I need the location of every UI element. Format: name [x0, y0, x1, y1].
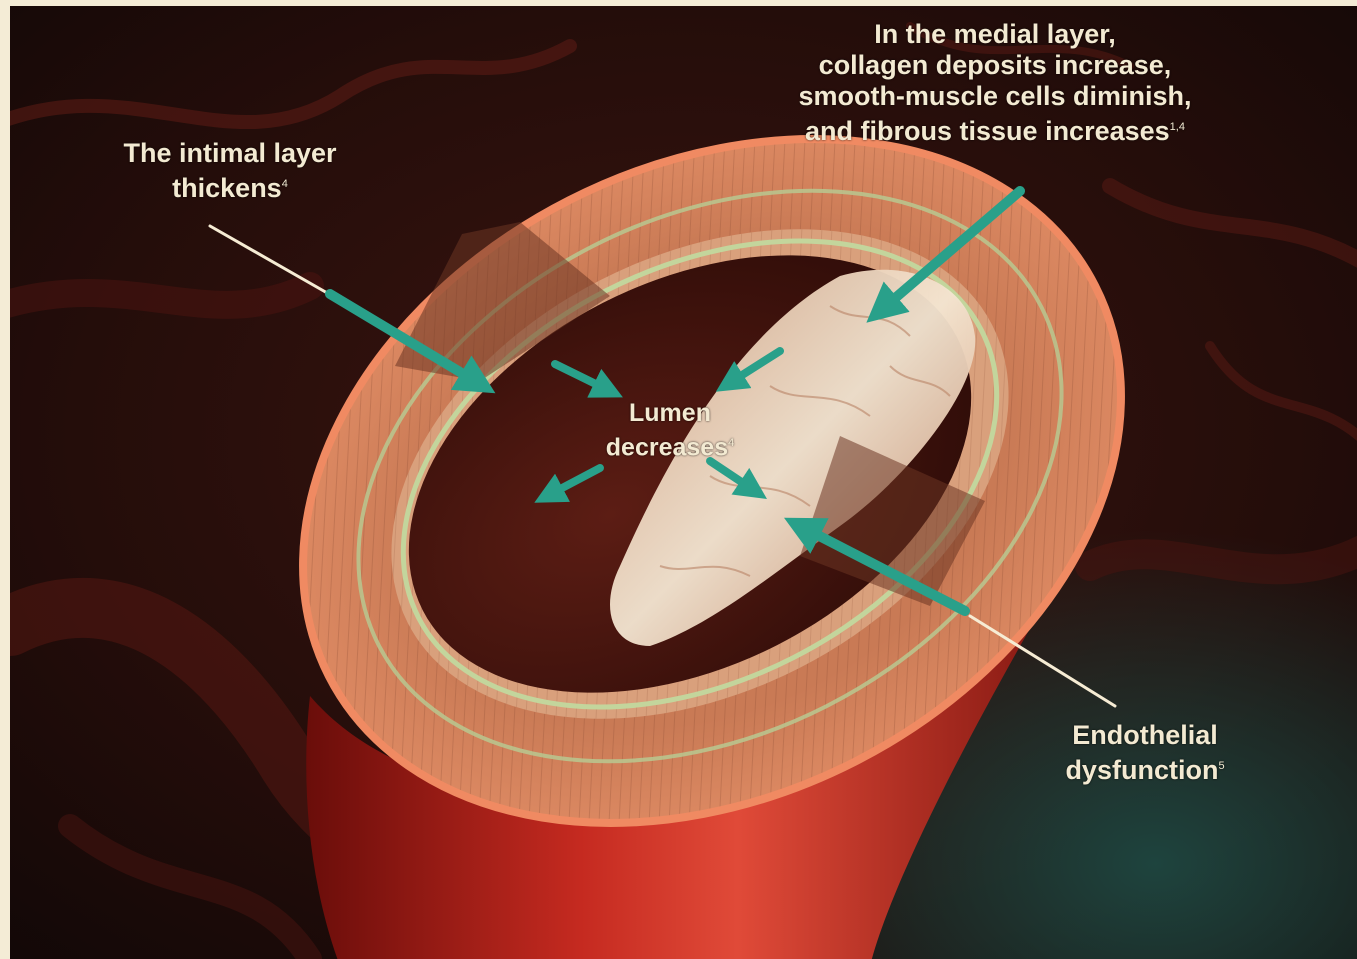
intimal-line-2: thickens	[172, 173, 282, 203]
endothelial-footnote: 5	[1218, 760, 1224, 772]
endothelial-label: Endothelial dysfunction5	[995, 720, 1295, 786]
intimal-line-1: The intimal layer	[40, 138, 420, 169]
medial-footnote: 1,4	[1170, 121, 1185, 133]
medial-layer-label: In the medial layer, collagen deposits i…	[675, 19, 1315, 147]
medial-line-1: In the medial layer,	[675, 19, 1315, 50]
lumen-label: Lumen decreases4	[550, 398, 790, 462]
lumen-line-2: decreases	[606, 433, 728, 461]
artery-illustration: In the medial layer, collagen deposits i…	[10, 6, 1357, 959]
medial-line-3: smooth-muscle cells diminish,	[675, 81, 1315, 112]
medial-line-2: collagen deposits increase,	[675, 50, 1315, 81]
endothelial-line-2: dysfunction	[1065, 755, 1218, 785]
lumen-footnote: 4	[728, 437, 734, 449]
endothelial-line-1: Endothelial	[995, 720, 1295, 751]
intimal-layer-label: The intimal layer thickens4	[40, 138, 420, 204]
lumen-line-1: Lumen	[550, 398, 790, 428]
intimal-footnote: 4	[282, 178, 288, 190]
medial-line-4: and fibrous tissue increases	[805, 116, 1170, 146]
